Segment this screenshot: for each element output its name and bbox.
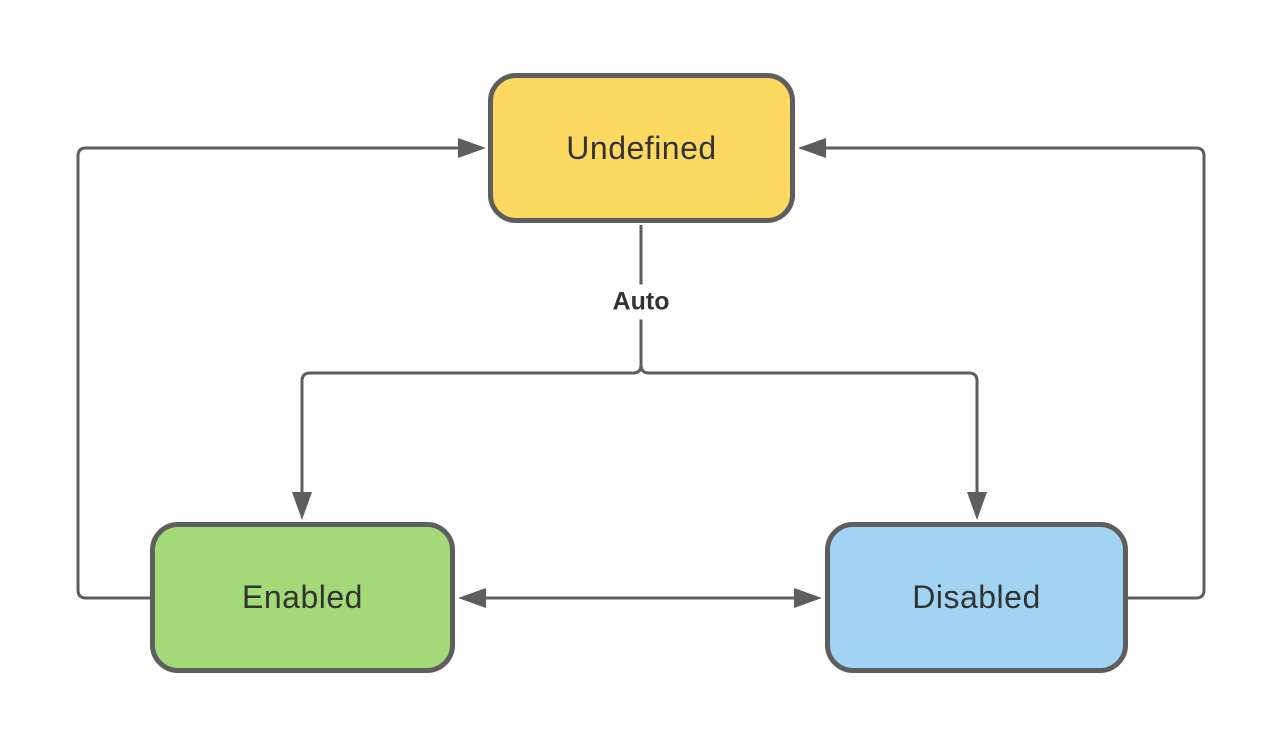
arrowhead-right-undefined xyxy=(458,138,486,158)
edge-disabled-to-undefined xyxy=(798,138,1206,600)
edge-undefined-to-enabled xyxy=(292,225,643,520)
node-undefined-label: Undefined xyxy=(566,129,717,166)
edge-enabled-disabled-bidirectional xyxy=(458,588,822,608)
arrowhead-left-enabled xyxy=(458,588,486,608)
node-undefined: Undefined xyxy=(488,73,795,223)
node-enabled-label: Enabled xyxy=(242,579,363,615)
edge-enabled-to-undefined xyxy=(76,138,486,600)
arrowhead-down-disabled xyxy=(967,492,987,520)
arrowhead-down-enabled xyxy=(292,492,312,520)
arrowhead-right-disabled xyxy=(794,588,822,608)
arrowhead-left-undefined xyxy=(798,138,826,158)
node-disabled: Disabled xyxy=(825,522,1128,673)
node-enabled: Enabled xyxy=(150,522,455,673)
edge-label-auto: Auto xyxy=(605,284,677,320)
node-disabled-label: Disabled xyxy=(912,579,1041,615)
edge-undefined-to-disabled xyxy=(639,300,987,520)
